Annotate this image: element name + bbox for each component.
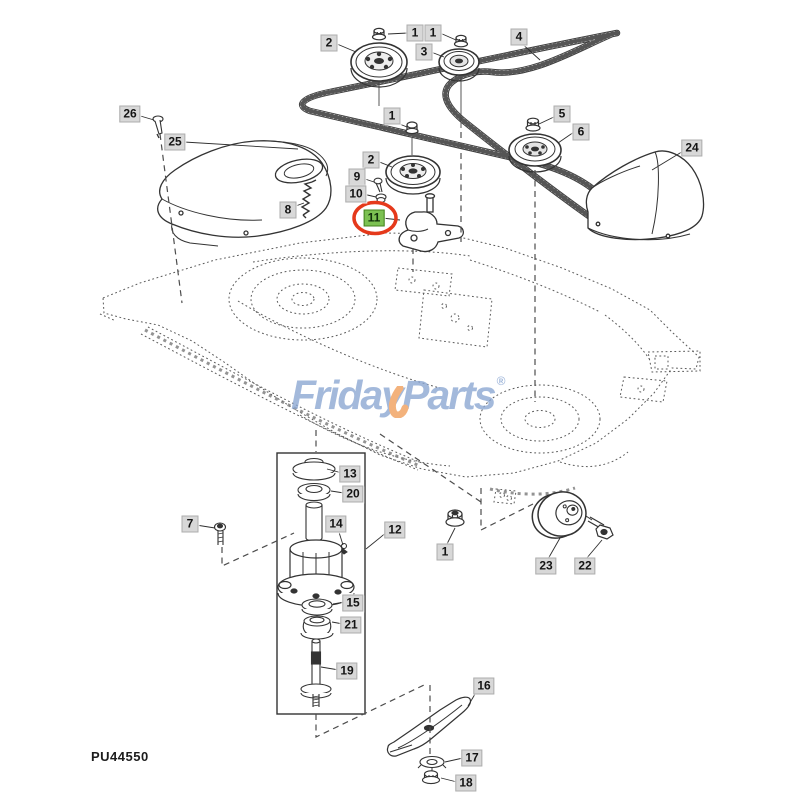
washer-17 [417,755,447,771]
watermark-text-left: Friday [291,372,404,418]
flat-idler-pulley-2-mid [385,155,441,195]
washer-10 [375,193,387,203]
nut-1-top-left [371,27,387,41]
spindle-shaft-19 [300,638,332,707]
bearing-cup-21 [300,615,334,640]
nut-1-top-right [453,34,469,48]
dashed-connector-lines [159,132,536,756]
watermark-logo: Friday Parts ® [291,372,505,419]
bolt-7 [213,522,227,545]
nut-1-bottom [445,509,465,527]
bolt-1-mid [405,121,419,135]
belt-cover-right-24 [585,150,705,241]
nut-18 [421,770,441,785]
flat-idler-pulley-2-top [350,42,408,88]
spindle-assembly-box-12 [276,452,366,715]
idler-arm-bracket-11 [398,193,465,253]
spacer-tube [305,501,323,542]
belt-cover-left-25 [157,140,332,247]
watermark-text-right: Parts [402,372,497,418]
nut-5 [525,117,541,132]
highlight-circle [352,200,398,236]
spindle-housing [277,539,355,607]
footer-part-code: PU44550 [91,749,149,764]
spring-8 [300,179,317,219]
mower-deck-outline [99,232,701,505]
v-idler-pulley-6 [508,133,562,173]
v-idler-pulley-3 [438,48,480,82]
bearing-20 [297,482,331,502]
mower-blade-16 [386,696,472,757]
watermark-swoosh-icon [388,386,409,418]
bolt-22 [585,515,614,540]
screw-26 [152,115,164,139]
dust-cap-13 [292,457,336,481]
deck-edge-hatching [144,328,576,496]
screw-9 [373,177,383,193]
gauge-wheel-23 [531,491,587,539]
bearing-15 [301,598,333,616]
registered-mark: ® [496,374,506,388]
